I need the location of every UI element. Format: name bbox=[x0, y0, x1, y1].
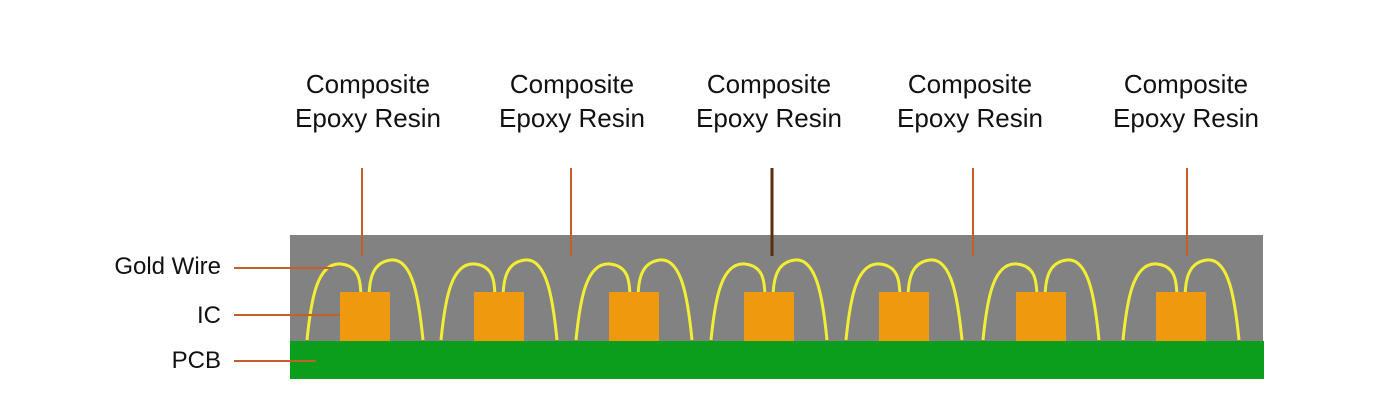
top-label-2-line2: Epoxy Resin bbox=[499, 103, 645, 133]
top-label-3-line1: Composite bbox=[707, 69, 831, 99]
gold-wire-loop-right-6 bbox=[1043, 258, 1101, 341]
pcb-label: PCB bbox=[172, 347, 221, 374]
top-label-4: Composite Epoxy Resin bbox=[897, 69, 1043, 133]
top-label-5: Composite Epoxy Resin bbox=[1113, 69, 1259, 133]
top-label-4-line2: Epoxy Resin bbox=[897, 103, 1043, 133]
gold-wire-label: Gold Wire bbox=[114, 253, 221, 280]
top-label-3-line2: Epoxy Resin bbox=[696, 103, 842, 133]
gold-wire-loop-left-3 bbox=[574, 262, 632, 341]
top-label-5-line1: Composite bbox=[1124, 69, 1248, 99]
ic-label: IC bbox=[197, 302, 221, 329]
pcb-board bbox=[290, 341, 1264, 379]
gold-wire-group bbox=[305, 258, 1241, 341]
ic-chip-2 bbox=[474, 292, 524, 341]
top-label-2: Composite Epoxy Resin bbox=[499, 69, 645, 133]
gold-wire-loop-right-4 bbox=[771, 258, 829, 341]
gold-wire-loop-right-5 bbox=[906, 258, 964, 341]
gold-wire-loop-right-1 bbox=[367, 258, 425, 341]
gold-wire-loop-right-3 bbox=[636, 258, 694, 341]
gold-wire-loop-right-7 bbox=[1183, 258, 1241, 341]
top-label-4-line1: Composite bbox=[908, 69, 1032, 99]
gold-wire-loop-left-4 bbox=[709, 262, 767, 341]
gold-wire-loop-left-1 bbox=[305, 262, 363, 341]
ic-chip-3 bbox=[609, 292, 659, 341]
ic-chip-5 bbox=[879, 292, 929, 341]
ic-chip-group bbox=[340, 292, 1206, 341]
top-label-3: Composite Epoxy Resin bbox=[696, 69, 842, 133]
top-label-1: Composite Epoxy Resin bbox=[295, 69, 441, 133]
top-label-5-line2: Epoxy Resin bbox=[1113, 103, 1259, 133]
ic-chip-7 bbox=[1156, 292, 1206, 341]
ic-chip-1 bbox=[340, 292, 390, 341]
ic-chip-4 bbox=[744, 292, 794, 341]
gold-wire-loop-left-2 bbox=[439, 262, 497, 341]
gold-wire-loop-left-5 bbox=[844, 262, 902, 341]
ic-chip-6 bbox=[1016, 292, 1066, 341]
gold-wire-loop-left-6 bbox=[981, 262, 1039, 341]
gold-wire-loop-right-2 bbox=[501, 258, 559, 341]
top-label-1-line1: Composite bbox=[306, 69, 430, 99]
gold-wire-loop-left-7 bbox=[1121, 262, 1179, 341]
top-label-2-line1: Composite bbox=[510, 69, 634, 99]
top-label-1-line2: Epoxy Resin bbox=[295, 103, 441, 133]
